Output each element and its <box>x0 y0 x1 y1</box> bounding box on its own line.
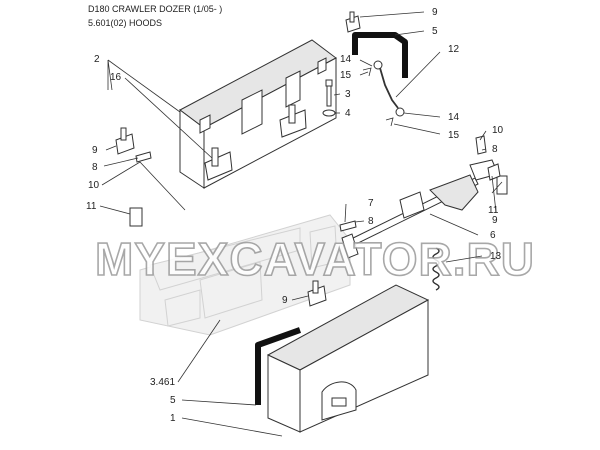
spring <box>432 247 440 291</box>
callout-12: 12 <box>448 44 460 55</box>
screw-center <box>339 220 357 232</box>
side-door-panel <box>266 284 430 433</box>
callout-14-lower: 14 <box>448 112 460 123</box>
bracket-top <box>345 11 361 33</box>
callout-14-upper: 14 <box>340 54 352 65</box>
latch-linkage <box>341 159 499 259</box>
washer <box>322 109 336 117</box>
callout-9-right: 9 <box>492 215 498 226</box>
callout-2: 2 <box>94 54 100 65</box>
diagram-subtitle: 5.601(02) HOODS <box>88 18 163 28</box>
callout-11-right: 11 <box>488 205 499 216</box>
bracket-left <box>115 127 135 155</box>
plate-left <box>129 207 143 227</box>
bolt <box>325 79 333 107</box>
callout-15-upper: 15 <box>340 70 352 81</box>
callout-10-right: 10 <box>492 125 504 136</box>
callout-3: 3 <box>345 89 351 100</box>
seal-strip-upper <box>352 32 408 78</box>
diagram-title: D180 CRAWLER DOZER (1/05- ) <box>88 4 223 14</box>
callout-11-left: 11 <box>86 201 97 212</box>
callout-labels: 9 5 12 14 15 3 4 14 15 2 16 9 8 10 11 10… <box>86 7 504 424</box>
plate-right <box>496 175 508 195</box>
callout-16: 16 <box>110 72 122 83</box>
callout-8-right: 8 <box>492 144 498 155</box>
callout-9-left: 9 <box>92 145 98 156</box>
callout-5-lower: 5 <box>170 395 176 406</box>
screw-left <box>135 151 152 163</box>
upper-hood-panel <box>179 39 337 189</box>
callout-15-lower: 15 <box>448 130 460 141</box>
callout-10-left: 10 <box>88 180 100 191</box>
watermark: MYEXCAVATOR.RU <box>95 233 535 285</box>
leader-lines <box>99 11 503 437</box>
callout-4: 4 <box>345 108 351 119</box>
support-cable <box>373 60 405 117</box>
callout-7: 7 <box>368 198 374 209</box>
callout-8-center: 8 <box>368 216 374 227</box>
clip-lower <box>385 117 394 127</box>
callout-13: 13 <box>490 251 502 262</box>
callout-6: 6 <box>490 230 496 241</box>
callout-9-lower: 9 <box>282 295 288 306</box>
bracket-right <box>487 163 501 181</box>
callout-8-left: 8 <box>92 162 98 173</box>
seal-strip-lower <box>255 327 302 405</box>
hinge-upper-right <box>279 104 307 138</box>
callout-3461: 3.461 <box>150 377 175 388</box>
callout-1: 1 <box>170 413 176 424</box>
callout-5-upper: 5 <box>432 26 438 37</box>
hinge-upper-left <box>204 147 233 181</box>
callout-9-top: 9 <box>432 7 438 18</box>
clip-upper <box>362 67 372 77</box>
dozer-frame-ghost <box>139 214 351 336</box>
bracket-lower <box>307 280 327 307</box>
